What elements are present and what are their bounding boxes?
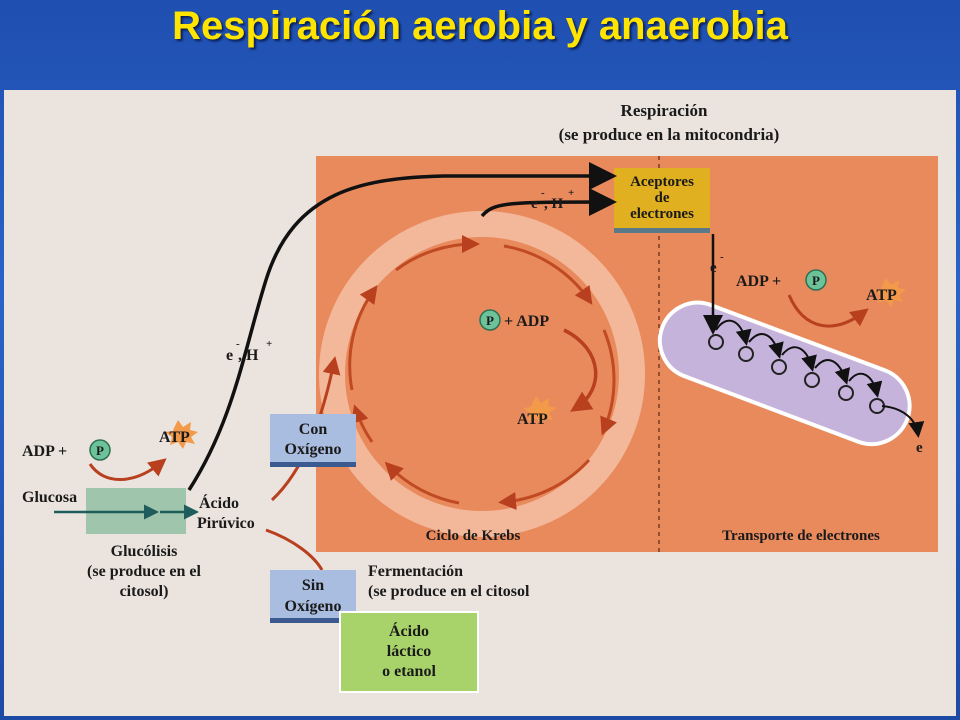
glucose-label: Glucosa [22,489,77,506]
krebs-atp: ATP [517,411,548,428]
lactic-box [339,611,479,693]
glycolysis-adp: ADP + [22,443,67,460]
pyruvic-line1: Ácido [199,493,239,512]
p-symbol: P [812,273,820,288]
acceptors-box [614,168,710,230]
electrons-top-e-sup: - [541,187,545,199]
electrons-left-e: e [226,347,233,364]
electrons-top-h: , H [544,196,564,212]
without-oxygen-base [270,618,356,623]
lactic-line1: Ácido [389,621,429,640]
lactic-line3: o etanol [382,663,436,680]
transport-label: Transporte de electrones [722,528,880,544]
electrons-top-e: e [531,196,538,212]
with-oxygen-base [270,462,356,467]
glycolysis-label-1: Glucólisis [111,543,178,560]
acceptors-line2: de [655,190,670,206]
krebs-adp-arrow [563,328,598,412]
glycolysis-label-3: citosol) [120,583,169,600]
electrons-left-h: , H [238,347,259,364]
glycolysis-adp-arrow [88,458,167,481]
p-icon [805,269,827,291]
fermentation-subtitle: (se produce en el citosol [368,583,530,600]
electrons-left-h-sup: + [266,338,272,350]
electron-path-arrow [187,162,617,491]
krebs-label: Ciclo de Krebs [426,528,521,544]
lactic-line2: láctico [387,643,431,660]
transport-e-out: e [916,440,923,456]
transport-adp: ADP + [736,273,781,290]
glycolysis-label-2: (se produce en el [87,563,201,580]
transport-adp-arrow [787,294,869,328]
acceptors-line1: Aceptores [630,174,694,190]
atp-star-icon [523,396,556,425]
transport-e-in-sup: - [720,251,724,263]
pyruvic-line2: Pirúvico [197,515,255,532]
p-icon [479,309,501,331]
anaerobic-branch-arrow [265,528,324,571]
slide-title: Respiración aerobia y anaerobia [172,4,788,48]
transport-e-in: e [710,260,717,276]
glycolysis-atp: ATP [159,429,190,446]
p-symbol: P [96,443,104,458]
p-icon [89,439,111,461]
acceptors-box-base [614,228,710,233]
fermentation-title: Fermentación [368,563,463,580]
krebs-electron-arrow [480,188,617,218]
acceptors-line3: electrones [630,206,694,222]
without-oxygen-line2: Oxígeno [285,598,342,615]
respiration-subtitle: (se produce en la mitocondria) [559,125,780,144]
transport-atp: ATP [866,287,897,304]
respiration-title: Respiración [621,101,708,120]
electrons-left-e-sup: - [236,338,240,350]
p-symbol: P [486,313,494,328]
with-oxygen-line2: Oxígeno [285,441,342,458]
with-oxygen-box [270,414,356,464]
with-oxygen-line1: Con [299,421,328,438]
respiration-diagram: P + ADP ATP Ciclo de Krebs Transporte de… [4,90,956,716]
krebs-p-adp: + ADP [504,313,549,330]
electrons-top-h-sup: + [568,187,574,199]
atp-star-icon [873,278,906,307]
without-oxygen-line1: Sin [302,577,324,594]
atp-star-icon [165,420,198,449]
